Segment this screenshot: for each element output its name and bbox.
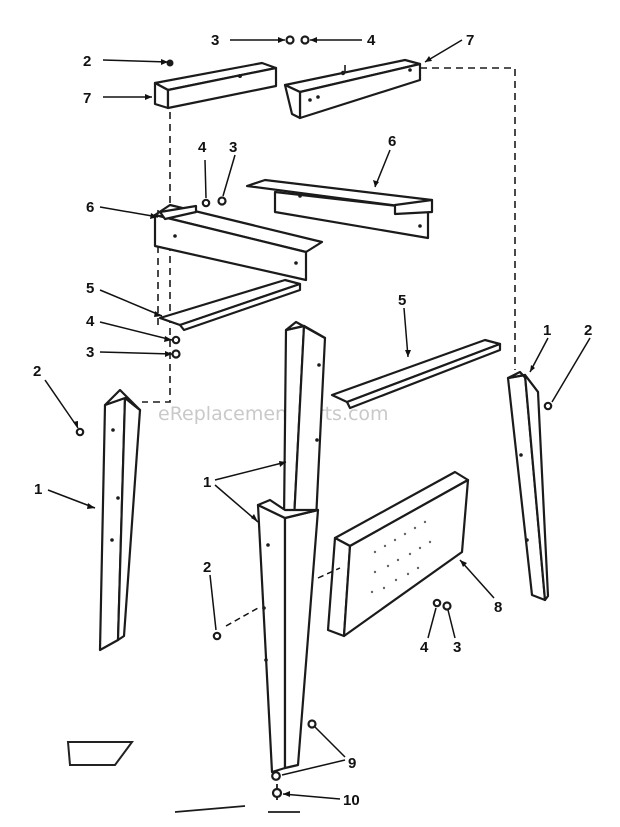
rail-5-left xyxy=(158,278,302,332)
alignment-lines xyxy=(142,60,516,403)
screw-2-right xyxy=(543,401,553,411)
hardware xyxy=(75,35,553,800)
callout-4-left: 4 xyxy=(86,313,95,330)
callout-4-top: 4 xyxy=(367,32,376,49)
callout-5-left: 5 xyxy=(86,280,94,297)
leader-lines xyxy=(44,39,591,800)
callout-1-left: 1 xyxy=(34,481,42,498)
callout-3-mid: 3 xyxy=(229,139,237,156)
watermark: eReplacementParts.com xyxy=(158,403,389,425)
callout-4-bottom: 4 xyxy=(420,639,429,656)
nut-4-top xyxy=(300,35,310,45)
nut-4-mid xyxy=(201,198,211,208)
leg-1-left xyxy=(98,388,142,652)
callout-4-mid: 4 xyxy=(198,139,207,156)
foot-10 xyxy=(271,787,283,799)
arrowheads xyxy=(73,37,535,797)
pad-9-b xyxy=(271,771,281,781)
panel-8 xyxy=(326,470,470,638)
callout-8: 8 xyxy=(494,599,502,616)
callout-5-right: 5 xyxy=(398,292,406,309)
bracket-7-right xyxy=(283,58,422,120)
rail-5-right xyxy=(330,338,502,410)
callout-3-bottom: 3 xyxy=(453,639,461,656)
leg-1-right xyxy=(506,370,550,602)
leg-1-center-rear xyxy=(282,320,327,522)
callout-10: 10 xyxy=(343,792,360,809)
washer-3-top xyxy=(285,35,295,45)
washer-3-mid xyxy=(217,196,227,206)
screw-2-left xyxy=(75,427,85,437)
callout-6-left: 6 xyxy=(86,199,94,216)
callout-7-left: 7 xyxy=(83,90,91,107)
callout-1-right: 1 xyxy=(543,322,551,339)
rail-6-front xyxy=(153,203,324,282)
nut-4-bottom xyxy=(432,598,442,608)
callout-1-center: 1 xyxy=(203,474,211,491)
callout-3-top: 3 xyxy=(211,32,219,49)
callout-2-top: 2 xyxy=(83,53,91,70)
screw-2-front xyxy=(212,631,222,641)
callout-9: 9 xyxy=(348,755,356,772)
leg-1-center-front xyxy=(256,498,320,774)
nut-4-left xyxy=(171,335,181,345)
callout-7-right: 7 xyxy=(466,32,474,49)
screw-2-top xyxy=(166,59,174,67)
callout-2-right: 2 xyxy=(584,322,592,339)
washer-3-left xyxy=(171,349,181,359)
washer-3-bottom xyxy=(442,601,452,611)
callout-3-left: 3 xyxy=(86,344,94,361)
callouts: 3 4 7 2 7 4 3 6 6 5 4 3 5 1 2 2 1 1 2 8 … xyxy=(33,32,592,809)
page-marks xyxy=(66,741,300,813)
pad-9-a xyxy=(307,719,317,729)
rail-6-rear xyxy=(245,178,434,240)
callout-6-right: 6 xyxy=(388,133,396,150)
callout-2-front: 2 xyxy=(203,559,211,576)
callout-2-left: 2 xyxy=(33,363,41,380)
bracket-7-left xyxy=(153,61,278,110)
